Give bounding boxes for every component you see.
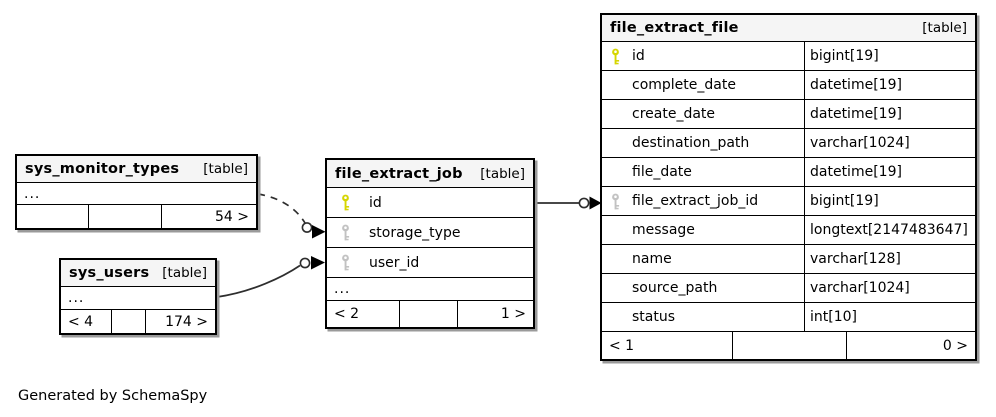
- no-key-spacer: [610, 164, 632, 181]
- hidden-columns-ellipsis: ...: [327, 278, 533, 301]
- column-name: status: [632, 309, 676, 325]
- table-footer: 54 >: [17, 205, 256, 228]
- table-footer: < 1 0 >: [602, 332, 975, 359]
- hidden-columns-ellipsis: ...: [17, 183, 256, 205]
- column-type: varchar[128]: [810, 251, 901, 267]
- table-row: status int[10]: [602, 303, 975, 332]
- table-row: name varchar[128]: [602, 245, 975, 274]
- column-name: message: [632, 222, 695, 238]
- table-row: message longtext[2147483647]: [602, 216, 975, 245]
- table-title: sys_monitor_types: [25, 161, 180, 177]
- table-file-extract-file[interactable]: file_extract_file [table] id bigint[19] …: [600, 13, 977, 361]
- table-row: file_date datetime[19]: [602, 158, 975, 187]
- no-key-spacer: [610, 77, 632, 94]
- column-name: file_date: [632, 164, 692, 180]
- table-file-extract-job[interactable]: file_extract_job [table] id storage_type…: [325, 158, 535, 329]
- edge-monitor-types-to-job-dashed: [257, 193, 326, 239]
- column-type: int[10]: [810, 309, 857, 325]
- table-row: storage_type: [327, 218, 533, 248]
- column-name: name: [632, 251, 672, 267]
- table-header[interactable]: sys_monitor_types [table]: [17, 156, 256, 183]
- table-row: id: [327, 188, 533, 218]
- column-name: user_id: [369, 254, 420, 271]
- edge-users-to-job: [216, 256, 325, 298]
- column-type: datetime[19]: [810, 77, 902, 93]
- column-name: file_extract_job_id: [632, 193, 759, 209]
- no-key-spacer: [610, 222, 632, 239]
- footer-parents-count: 0 >: [942, 337, 968, 354]
- table-header[interactable]: file_extract_file [table]: [602, 15, 975, 42]
- table-header[interactable]: sys_users [table]: [61, 260, 215, 287]
- footer-middle-cell: [733, 332, 847, 359]
- column-type: bigint[19]: [810, 48, 879, 64]
- column-name: id: [632, 48, 645, 64]
- no-key-spacer: [610, 280, 632, 297]
- table-type-badge: [table]: [203, 161, 248, 177]
- table-row: complete_date datetime[19]: [602, 71, 975, 100]
- column-name: source_path: [632, 280, 718, 296]
- primary-key-icon: [340, 194, 362, 211]
- table-type-badge: [table]: [480, 165, 525, 182]
- table-row: file_extract_job_id bigint[19]: [602, 187, 975, 216]
- column-type: longtext[2147483647]: [810, 222, 968, 238]
- primary-key-icon: [610, 48, 632, 65]
- footer-middle-cell: [112, 310, 146, 333]
- table-sys-monitor-types[interactable]: sys_monitor_types [table] ... 54 >: [15, 154, 258, 230]
- table-row: id bigint[19]: [602, 42, 975, 71]
- edge-job-to-file: [535, 196, 602, 210]
- table-row: user_id: [327, 248, 533, 278]
- column-name: storage_type: [369, 224, 461, 241]
- table-row: destination_path varchar[1024]: [602, 129, 975, 158]
- foreign-key-icon: [340, 224, 362, 241]
- footer-middle-cell: [400, 301, 458, 327]
- table-row: create_date datetime[19]: [602, 100, 975, 129]
- footer-children-count: < 4: [61, 310, 112, 333]
- table-title: file_extract_file: [610, 20, 739, 36]
- table-footer: < 4 174 >: [61, 310, 215, 333]
- footer-middle-cell: [89, 205, 162, 228]
- generated-by-note: Generated by SchemaSpy: [18, 388, 208, 404]
- footer-parents-count: 54 >: [215, 208, 249, 225]
- table-type-badge: [table]: [922, 20, 967, 36]
- footer-parents-count: 174 >: [165, 313, 208, 330]
- footer-children-count: < 2: [327, 301, 400, 327]
- hidden-columns-ellipsis: ...: [61, 287, 215, 310]
- column-name: destination_path: [632, 135, 750, 151]
- column-name: id: [369, 194, 382, 211]
- no-key-spacer: [610, 106, 632, 123]
- footer-parents-count: 1 >: [500, 306, 526, 322]
- table-footer: < 2 1 >: [327, 301, 533, 327]
- footer-children-count: < 1: [602, 332, 733, 359]
- table-header[interactable]: file_extract_job [table]: [327, 160, 533, 188]
- table-title: sys_users: [69, 265, 150, 281]
- column-type: datetime[19]: [810, 106, 902, 122]
- no-key-spacer: [610, 251, 632, 268]
- table-title: file_extract_job: [335, 165, 463, 182]
- table-row: source_path varchar[1024]: [602, 274, 975, 303]
- no-key-spacer: [610, 309, 632, 326]
- column-type: varchar[1024]: [810, 135, 910, 151]
- column-type: varchar[1024]: [810, 280, 910, 296]
- foreign-key-icon: [610, 193, 632, 210]
- column-type: bigint[19]: [810, 193, 879, 209]
- table-type-badge: [table]: [162, 265, 207, 281]
- table-sys-users[interactable]: sys_users [table] ... < 4 174 >: [59, 258, 217, 335]
- column-name: complete_date: [632, 77, 736, 93]
- column-name: create_date: [632, 106, 716, 122]
- column-type: datetime[19]: [810, 164, 902, 180]
- no-key-spacer: [610, 135, 632, 152]
- foreign-key-icon: [340, 254, 362, 271]
- footer-children-count: [17, 205, 89, 228]
